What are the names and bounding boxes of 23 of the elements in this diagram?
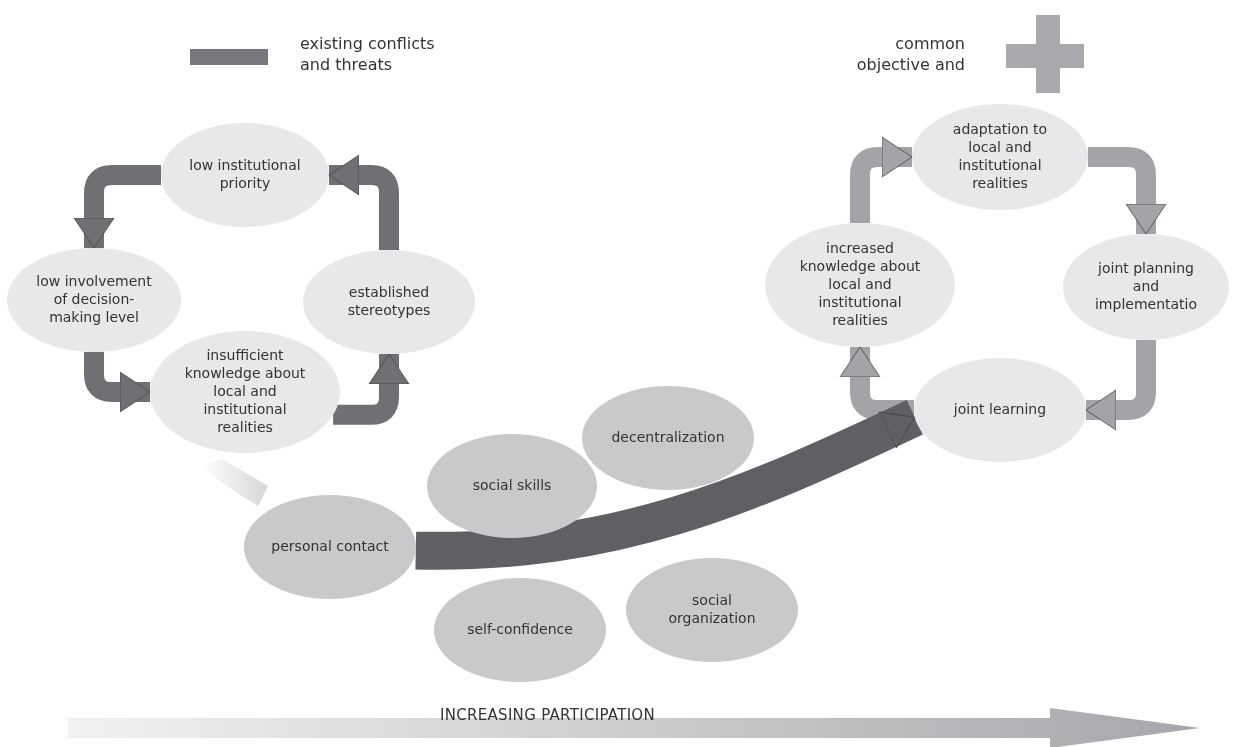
legend-text: existing conflicts and threats bbox=[300, 34, 436, 76]
node-label: joint planning and implementatio bbox=[1093, 260, 1199, 314]
node-label: adaptation to local and institutional realities bbox=[951, 121, 1049, 193]
node-label: decentralization bbox=[611, 429, 725, 447]
block-arrow bbox=[1088, 147, 1167, 235]
node-label: increased knowledge about local and institutional realities bbox=[798, 240, 922, 330]
block-arrow bbox=[415, 400, 923, 570]
node-label: low involvement of decision-making level bbox=[35, 273, 153, 327]
block-arrow bbox=[850, 136, 913, 223]
node-label: low institutional priority bbox=[188, 157, 302, 193]
node-label: established stereotypes bbox=[346, 284, 432, 320]
block-arrow bbox=[1085, 340, 1156, 431]
node-label: social organization bbox=[667, 592, 757, 628]
legend-text: common objective and bbox=[855, 34, 965, 76]
node-label: personal contact bbox=[271, 538, 389, 556]
node-label: self-confidence bbox=[467, 621, 573, 639]
axis-label: INCREASING PARTICIPATION bbox=[440, 706, 655, 724]
node-label: joint learning bbox=[953, 401, 1047, 419]
node-label: social skills bbox=[472, 477, 552, 495]
node-label: insufficient knowledge about local and institutional realities bbox=[183, 347, 307, 437]
block-arrow bbox=[84, 352, 151, 413]
block-arrow bbox=[333, 353, 410, 425]
block-arrow bbox=[839, 346, 914, 420]
